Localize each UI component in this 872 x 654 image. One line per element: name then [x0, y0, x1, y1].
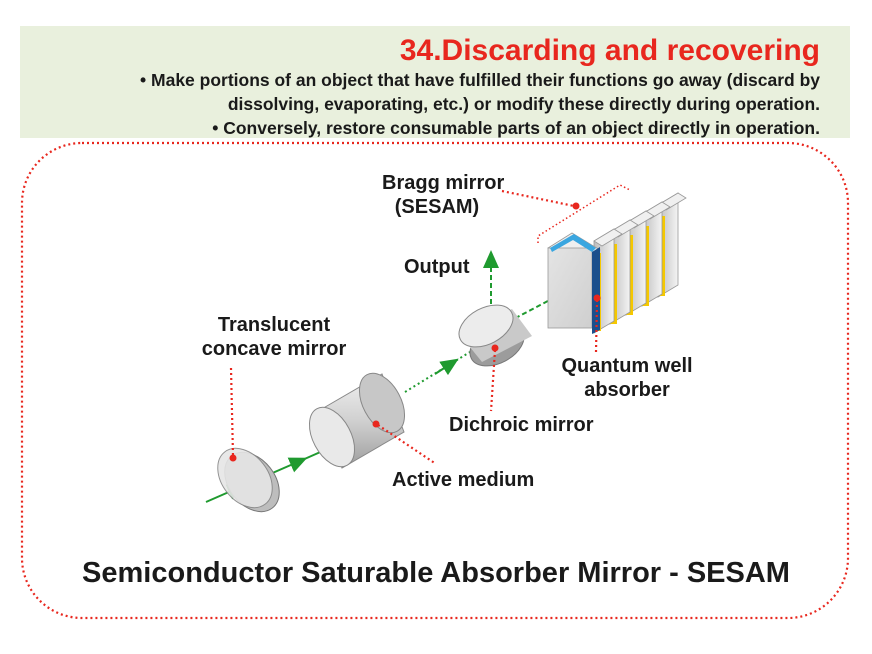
label-active-medium: Active medium	[392, 469, 535, 491]
label-bragg-mirror-line-1: Bragg mirror	[382, 172, 505, 194]
label-quantum-well: Quantum well absorber	[552, 354, 702, 402]
label-bragg-mirror: Bragg mirror (SESAM)	[382, 171, 505, 219]
bragg-plates	[593, 192, 687, 334]
blue-mirror-layer	[592, 247, 600, 334]
label-translucent-line-2: concave mirror	[201, 338, 347, 360]
bullet-1-line-1: • Make portions of an object that have f…	[140, 70, 820, 90]
leader-lines	[229, 184, 631, 465]
active-medium-cylinder	[308, 372, 406, 469]
label-quantum-line-1: Quantum well	[561, 355, 693, 377]
bullet-1-line-2: dissolving, evaporating, etc.) or modify…	[227, 94, 820, 114]
slide-title: 34.Discarding and recovering	[399, 34, 820, 67]
translucent-concave-mirror-shape	[217, 447, 280, 513]
sesam-front-block	[547, 247, 593, 329]
diagram-frame	[20, 141, 850, 620]
label-translucent-mirror: Translucent concave mirror	[196, 313, 352, 361]
sesam-stack	[547, 192, 687, 334]
diagram-caption: Semiconductor Saturable Absorber Mirror …	[82, 557, 790, 589]
label-dichroic-mirror: Dichroic mirror	[449, 414, 594, 436]
label-output: Output	[404, 256, 470, 278]
dichroic-mirror-shape	[458, 304, 532, 367]
bullet-2: • Conversely, restore consumable parts o…	[212, 118, 820, 138]
label-bragg-mirror-line-2: (SESAM)	[394, 196, 480, 218]
header-panel: 34.Discarding and recovering • Make port…	[20, 26, 850, 138]
label-translucent-line-1: Translucent	[217, 314, 331, 336]
label-quantum-line-2: absorber	[584, 379, 670, 401]
